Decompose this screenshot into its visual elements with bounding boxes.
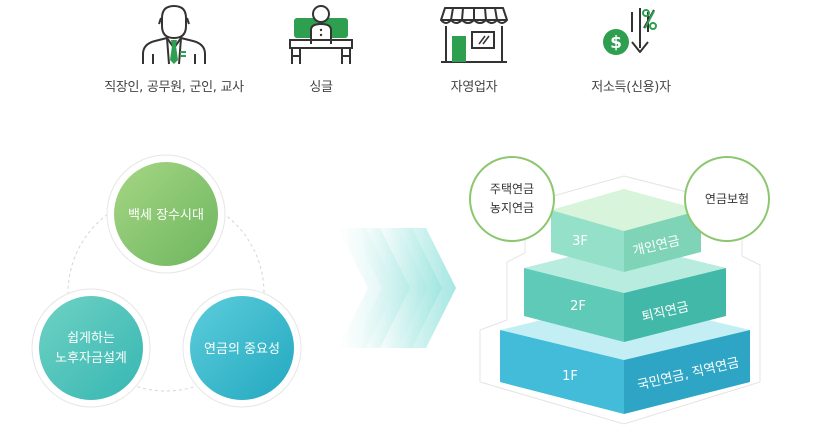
persona-office-worker-label: 직장인, 공무원, 군인, 교사 (104, 80, 244, 95)
cycle-right-label: 연금의 중요성 (204, 342, 280, 357)
cycle-top-label: 백세 장수시대 (128, 208, 204, 223)
bubble-pension-insurance: 연금보험 (684, 156, 770, 242)
cycle-left-label-1: 쉽게하는 (67, 331, 115, 346)
bubble-right-label: 연금보험 (705, 192, 749, 206)
office-worker-icon (142, 5, 206, 65)
persona-self-employed: 자영업자 (384, 4, 564, 95)
floor-2-level: 2F (570, 299, 586, 314)
persona-single-label: 싱글 (309, 80, 333, 95)
persona-self-employed-label: 자영업자 (450, 80, 498, 95)
persona-office-worker: 직장인, 공무원, 군인, 교사 (84, 4, 264, 95)
pyramid-floor-3: 3F 개인연금 (551, 189, 701, 272)
persona-low-income-label: 저소득(신용)자 (591, 80, 671, 95)
cycle-left-node: 쉽게하는 노후자금설계 (31, 288, 151, 408)
floor-1-level: 1F (562, 369, 578, 384)
bubble-left-label-1: 주택연금 (490, 182, 534, 196)
bubble-housing-farmland-pension: 주택연금 농지연금 (469, 156, 555, 242)
chevron-arrows-icon (338, 228, 456, 348)
cycle-top-node: 백세 장수시대 (106, 154, 226, 274)
cycle-right-node: 연금의 중요성 (182, 288, 302, 408)
store-icon (440, 7, 508, 63)
floor-3-level: 3F (572, 234, 588, 249)
persona-low-income: $ 저소득(신용)자 (541, 4, 721, 95)
single-person-icon (289, 5, 353, 64)
bubble-left-label-2: 농지연금 (490, 201, 534, 215)
low-income-icon: $ (603, 8, 657, 55)
persona-single: 싱글 (231, 4, 411, 95)
cycle-left-label-2: 노후자금설계 (55, 351, 127, 366)
svg-text:$: $ (610, 33, 622, 53)
